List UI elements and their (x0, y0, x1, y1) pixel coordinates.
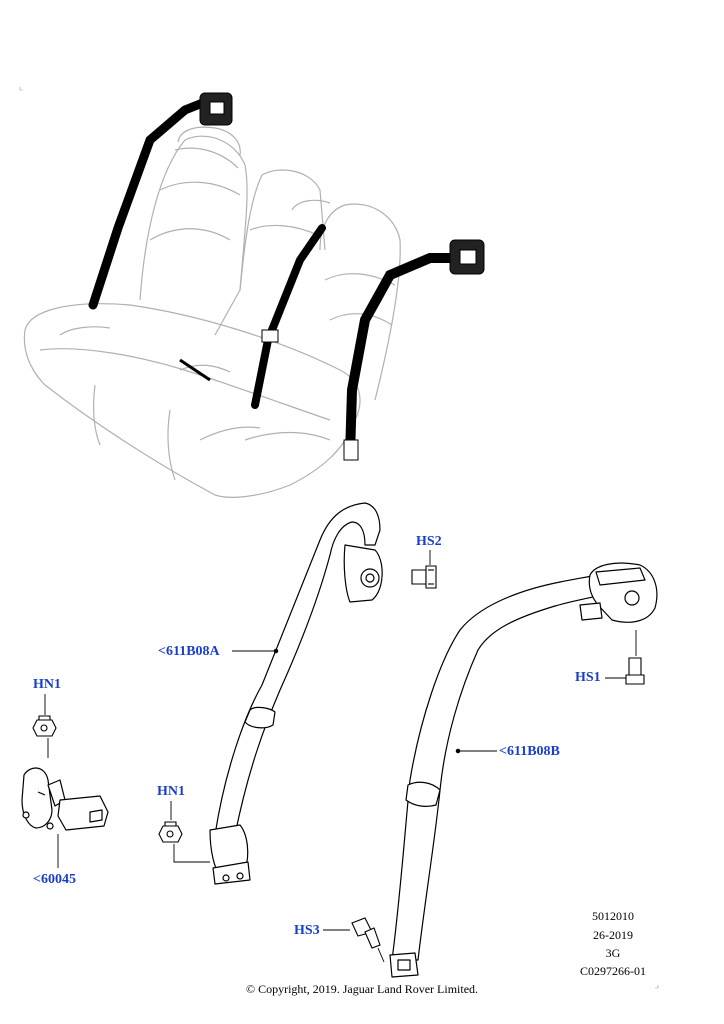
buckle-60045 (21, 767, 109, 831)
drawing-date: 26-2019 (593, 928, 633, 942)
drawing-reference: C0297266-01 (580, 964, 646, 978)
nut-hn1-left (32, 715, 57, 737)
seat-belt-611b08b (389, 562, 658, 978)
rear-seat-illustration (23, 126, 401, 498)
callout-hn1-left[interactable]: HN1 (33, 677, 61, 692)
leader-lines (44, 550, 637, 963)
callout-hn1-center[interactable]: HN1 (157, 784, 185, 799)
bolt-hs1 (625, 657, 645, 685)
bolt-hs3 (351, 917, 381, 949)
drawing-revision: 3G (605, 946, 621, 960)
installed-seat-belts (88, 92, 485, 461)
callout-hs3[interactable]: HS3 (294, 923, 320, 938)
seat-belt-611b08a (209, 502, 383, 885)
callout-hs1[interactable]: HS1 (575, 670, 601, 685)
bolt-hs2 (411, 565, 437, 589)
nut-hn1-center (158, 821, 183, 843)
callout-611b08a[interactable]: <611B08A (158, 644, 220, 659)
callout-hs2[interactable]: HS2 (416, 534, 442, 549)
copyright-notice: © Copyright, 2019. Jaguar Land Rover Lim… (245, 982, 479, 996)
drawing-number: 5012010 (592, 909, 634, 923)
callout-611b08b[interactable]: <611B08B (499, 744, 560, 759)
corner-marks (19, 87, 659, 989)
callout-60045[interactable]: <60045 (33, 872, 76, 887)
